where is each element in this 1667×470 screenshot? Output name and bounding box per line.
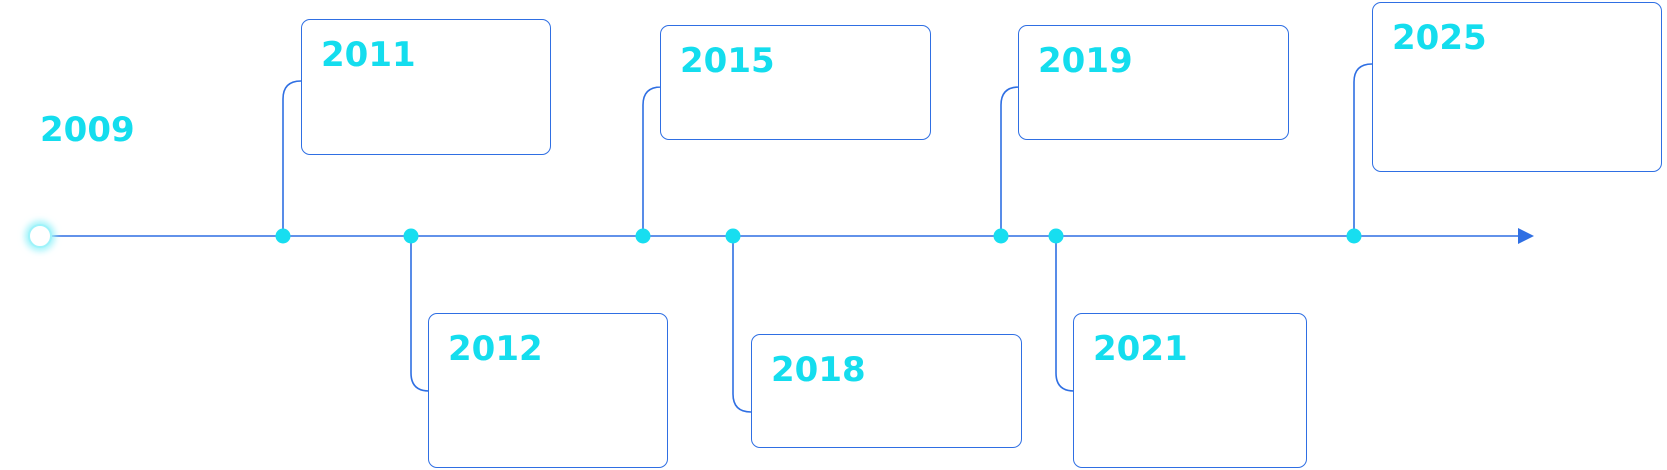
event-year-label: 2012	[448, 329, 543, 369]
event-year-label: 2019	[1038, 41, 1133, 81]
timeline-node-2015	[635, 228, 651, 244]
event-card-2021: 2021	[1073, 313, 1307, 468]
connector-2018	[732, 236, 752, 413]
timeline-node-2025	[1346, 228, 1362, 244]
timeline-node-2011	[275, 228, 291, 244]
event-card-2012: 2012	[428, 313, 668, 468]
timeline-node-2012	[403, 228, 419, 244]
connector-2021	[1055, 236, 1075, 392]
event-card-2018: 2018	[751, 334, 1022, 448]
event-year-label: 2011	[321, 35, 416, 75]
connector-2012	[410, 236, 430, 392]
connector-2025	[1353, 63, 1373, 236]
start-node	[28, 224, 52, 248]
event-year-label: 2018	[771, 350, 866, 390]
event-year-label: 2021	[1093, 329, 1188, 369]
event-card-2011: 2011	[301, 19, 551, 155]
start-year-label: 2009	[40, 110, 135, 150]
event-year-label: 2015	[680, 41, 775, 81]
timeline-node-2019	[993, 228, 1009, 244]
event-year-label: 2025	[1392, 18, 1487, 58]
event-card-2019: 2019	[1018, 25, 1289, 140]
connector-2015	[642, 86, 662, 236]
event-card-2025: 2025	[1372, 2, 1662, 172]
event-card-2015: 2015	[660, 25, 931, 140]
timeline-node-2018	[725, 228, 741, 244]
connector-2011	[282, 80, 302, 236]
timeline-arrowhead	[1518, 228, 1534, 244]
timeline-node-2021	[1048, 228, 1064, 244]
connector-2019	[1000, 86, 1020, 236]
